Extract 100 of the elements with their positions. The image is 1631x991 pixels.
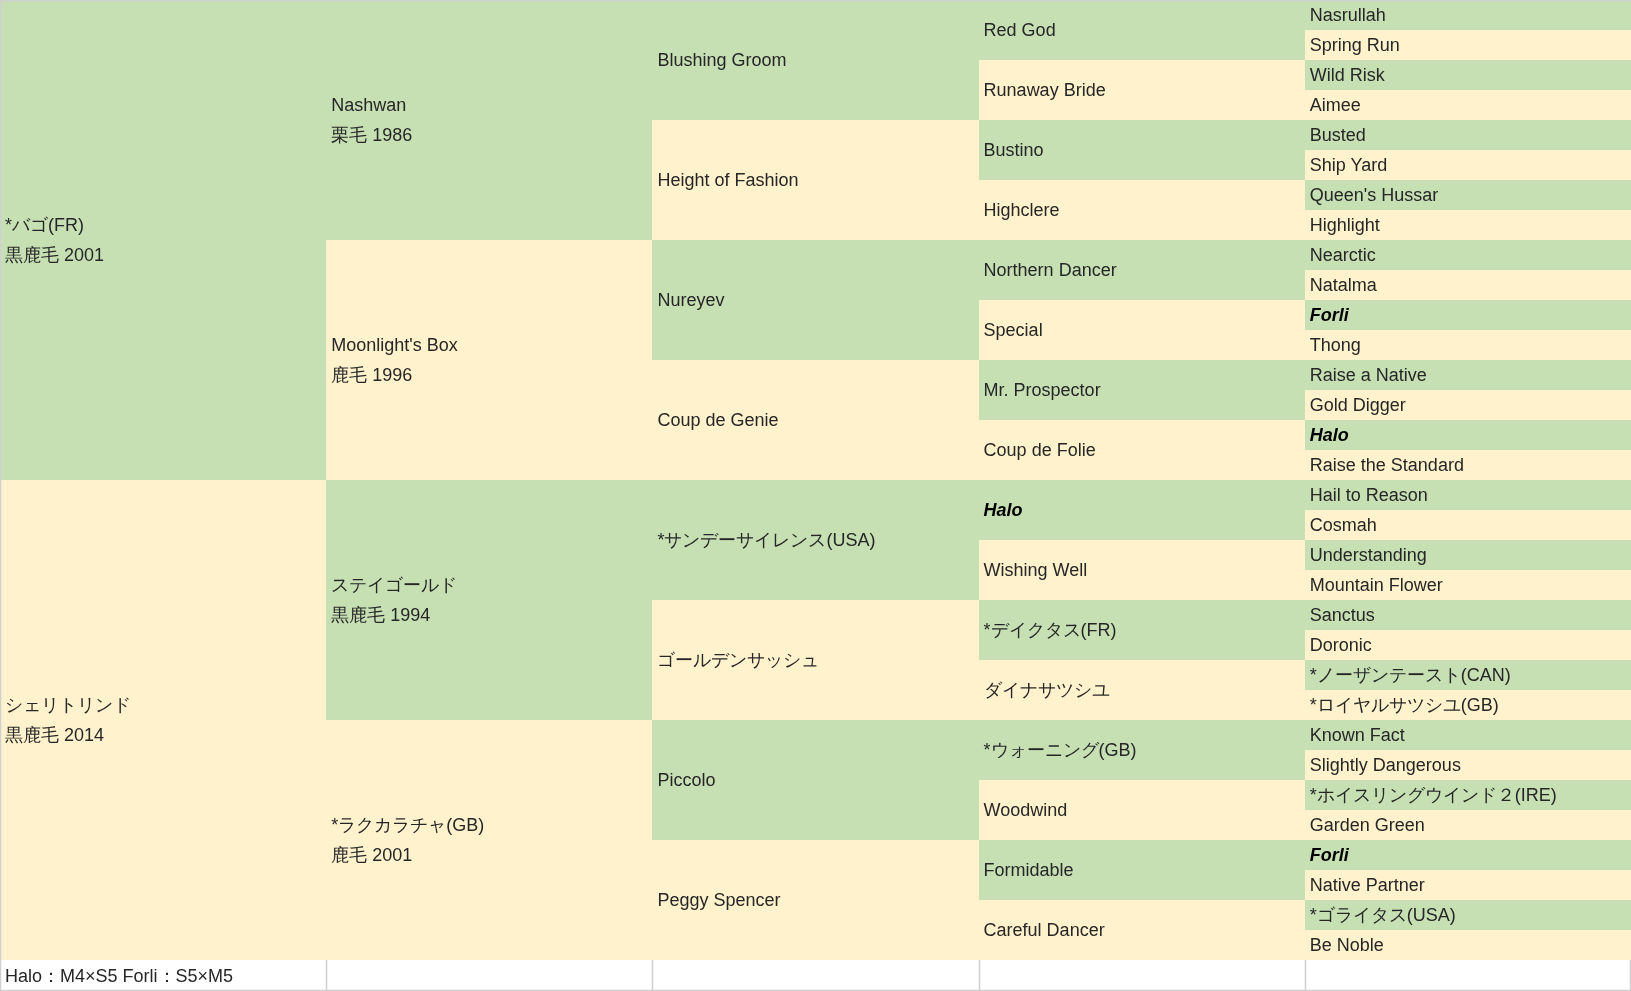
coat-and-year: 栗毛 1986 xyxy=(331,124,413,146)
horse-name: Natalma xyxy=(1309,274,1377,296)
pedigree-cell xyxy=(978,360,1305,420)
horse-name: ダイナサツシユ xyxy=(983,679,1110,701)
pedigree-cell xyxy=(326,0,653,240)
horse-name: Piccolo xyxy=(657,769,716,791)
pedigree-cell xyxy=(1304,60,1631,90)
coat-and-year: 鹿毛 1996 xyxy=(331,364,413,386)
pedigree-cell xyxy=(1304,510,1631,540)
pedigree-cell xyxy=(978,0,1305,60)
pedigree-cell xyxy=(652,0,979,120)
horse-name: シェリトリンド xyxy=(5,694,131,716)
pedigree-cell xyxy=(652,360,979,480)
pedigree-cell xyxy=(978,720,1305,780)
horse-name: Gold Digger xyxy=(1309,394,1406,416)
coat-and-year: 黒鹿毛 2014 xyxy=(5,724,105,746)
horse-name: Ship Yard xyxy=(1309,154,1388,176)
pedigree-cell xyxy=(1304,570,1631,600)
horse-name: Highclere xyxy=(983,199,1060,221)
horse-name: Nearctic xyxy=(1309,244,1376,266)
horse-name: Coup de Folie xyxy=(983,439,1096,461)
pedigree-cell xyxy=(652,240,979,360)
horse-name: Raise a Native xyxy=(1309,364,1427,386)
pedigree-cell xyxy=(978,600,1305,660)
horse-name: Highlight xyxy=(1309,214,1380,236)
horse-name: Known Fact xyxy=(1309,724,1405,746)
horse-name: *ウォーニング(GB) xyxy=(983,739,1137,761)
pedigree-cell xyxy=(978,60,1305,120)
horse-name: Spring Run xyxy=(1309,34,1400,56)
horse-name: Wishing Well xyxy=(983,559,1088,581)
pedigree-cell xyxy=(1304,480,1631,510)
horse-name: Aimee xyxy=(1309,94,1361,116)
horse-name: ステイゴールド xyxy=(331,574,458,596)
horse-name: *ホイスリングウインド２(IRE) xyxy=(1309,784,1557,806)
horse-name: Formidable xyxy=(983,859,1074,881)
pedigree-cell xyxy=(1304,0,1631,30)
horse-name: Nashwan xyxy=(331,94,407,116)
pedigree-cell xyxy=(652,600,979,720)
horse-name: Doronic xyxy=(1309,634,1372,656)
pedigree-cell xyxy=(978,240,1305,300)
horse-name: Peggy Spencer xyxy=(657,889,781,911)
horse-name: Raise the Standard xyxy=(1309,454,1464,476)
pedigree-cell xyxy=(1304,660,1631,690)
pedigree-cell xyxy=(978,180,1305,240)
pedigree-cell xyxy=(1304,90,1631,120)
pedigree-cell xyxy=(1304,780,1631,810)
horse-name: *ゴライタス(USA) xyxy=(1309,904,1456,926)
pedigree-cell xyxy=(978,900,1305,960)
pedigree-cell xyxy=(1304,360,1631,390)
horse-name: Forli xyxy=(1309,304,1349,326)
pedigree-cell xyxy=(1304,900,1631,930)
pedigree-cell xyxy=(652,720,979,840)
horse-name: Special xyxy=(983,319,1043,341)
horse-name: Be Noble xyxy=(1309,934,1384,956)
pedigree-cell xyxy=(1304,30,1631,60)
pedigree-cell xyxy=(652,120,979,240)
pedigree-cell xyxy=(326,240,653,480)
horse-name: Halo xyxy=(1309,424,1349,446)
pedigree-cell xyxy=(1304,540,1631,570)
horse-name: Garden Green xyxy=(1309,814,1425,836)
coat-and-year: 黒鹿毛 2001 xyxy=(5,244,105,266)
horse-name: Bustino xyxy=(983,139,1044,161)
pedigree-cell xyxy=(1304,930,1631,960)
horse-name: Forli xyxy=(1309,844,1349,866)
pedigree-cell xyxy=(1304,330,1631,360)
horse-name: Northern Dancer xyxy=(983,259,1117,281)
horse-name: ゴールデンサッシュ xyxy=(657,649,820,671)
pedigree-cell xyxy=(1304,300,1631,330)
pedigree-cell xyxy=(1304,450,1631,480)
pedigree-cell xyxy=(978,660,1305,720)
horse-name: Red God xyxy=(983,19,1056,41)
pedigree-cell xyxy=(1304,750,1631,780)
horse-name: *ラクカラチャ(GB) xyxy=(331,814,485,836)
horse-name: Thong xyxy=(1309,334,1361,356)
pedigree-cell xyxy=(978,300,1305,360)
horse-name: Wild Risk xyxy=(1309,64,1385,86)
coat-and-year: 鹿毛 2001 xyxy=(331,844,413,866)
horse-name: *ノーザンテースト(CAN) xyxy=(1309,664,1511,686)
pedigree-cell xyxy=(652,480,979,600)
horse-name: Nasrullah xyxy=(1309,4,1386,26)
pedigree-cell xyxy=(1304,150,1631,180)
inbreeding-note: Halo：M4×S5 Forli：S5×M5 xyxy=(5,965,234,987)
horse-name: Mr. Prospector xyxy=(983,379,1101,401)
pedigree-cell xyxy=(1304,690,1631,720)
pedigree-cell xyxy=(0,0,327,480)
pedigree-cell xyxy=(1304,720,1631,750)
pedigree-cell xyxy=(1304,120,1631,150)
horse-name: Native Partner xyxy=(1309,874,1425,896)
pedigree-cell xyxy=(1304,420,1631,450)
pedigree-cell xyxy=(978,840,1305,900)
horse-name: Understanding xyxy=(1309,544,1427,566)
horse-name: Slightly Dangerous xyxy=(1309,754,1461,776)
horse-name: *デイクタス(FR) xyxy=(983,619,1117,641)
pedigree-cell xyxy=(978,780,1305,840)
horse-name: Sanctus xyxy=(1309,604,1375,626)
horse-name: Coup de Genie xyxy=(657,409,779,431)
pedigree-cell xyxy=(1304,180,1631,210)
horse-name: Runaway Bride xyxy=(983,79,1106,101)
horse-name: Nureyev xyxy=(657,289,725,311)
pedigree-cell xyxy=(1304,840,1631,870)
